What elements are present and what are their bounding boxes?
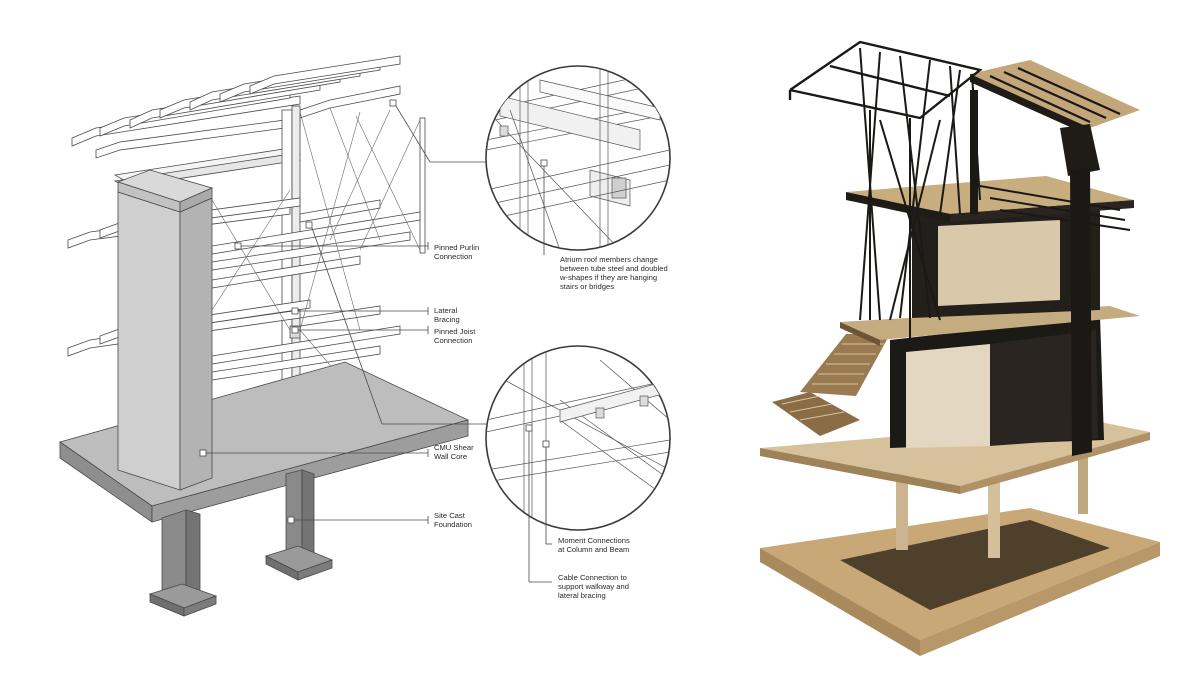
axonometric-structure [67, 55, 426, 421]
callout-leaders [199, 99, 508, 524]
cmu-core-side [179, 197, 213, 491]
cmu-core-front [117, 191, 181, 491]
roof-purlins [71, 55, 401, 159]
cable-bracing [211, 107, 421, 401]
label-atrium-roof: Atrium roof members change between tube … [559, 255, 670, 291]
detail-circle-upper [485, 65, 671, 255]
label-pinned-joist: Pinned Joist Connection [434, 327, 478, 345]
model-base-shadow [840, 520, 1110, 610]
slab-side [151, 419, 469, 523]
model-stair-upper [800, 334, 890, 396]
callout-labels: Pinned Purlin Connection Lateral Bracing… [434, 243, 670, 600]
model-mid-panel [906, 344, 990, 448]
label-moment-connections: Moment Connections at Column and Beam [558, 536, 632, 554]
label-cmu-shear: CMU Shear Wall Core [434, 443, 476, 461]
physical-model-photo [760, 40, 1160, 656]
detail-circle-lower [485, 345, 671, 583]
model-base-edge [760, 548, 920, 656]
label-cable-connection: Cable Connection to support walkway and … [558, 573, 631, 600]
concrete-elements [59, 169, 470, 617]
label-site-cast: Site Cast Foundation [434, 511, 472, 529]
model-cable-bracing [859, 47, 981, 340]
label-lateral-bracing: Lateral Bracing [434, 306, 460, 324]
model-stair-lower [772, 392, 860, 436]
label-pinned-purlin: Pinned Purlin Connection [434, 243, 481, 261]
